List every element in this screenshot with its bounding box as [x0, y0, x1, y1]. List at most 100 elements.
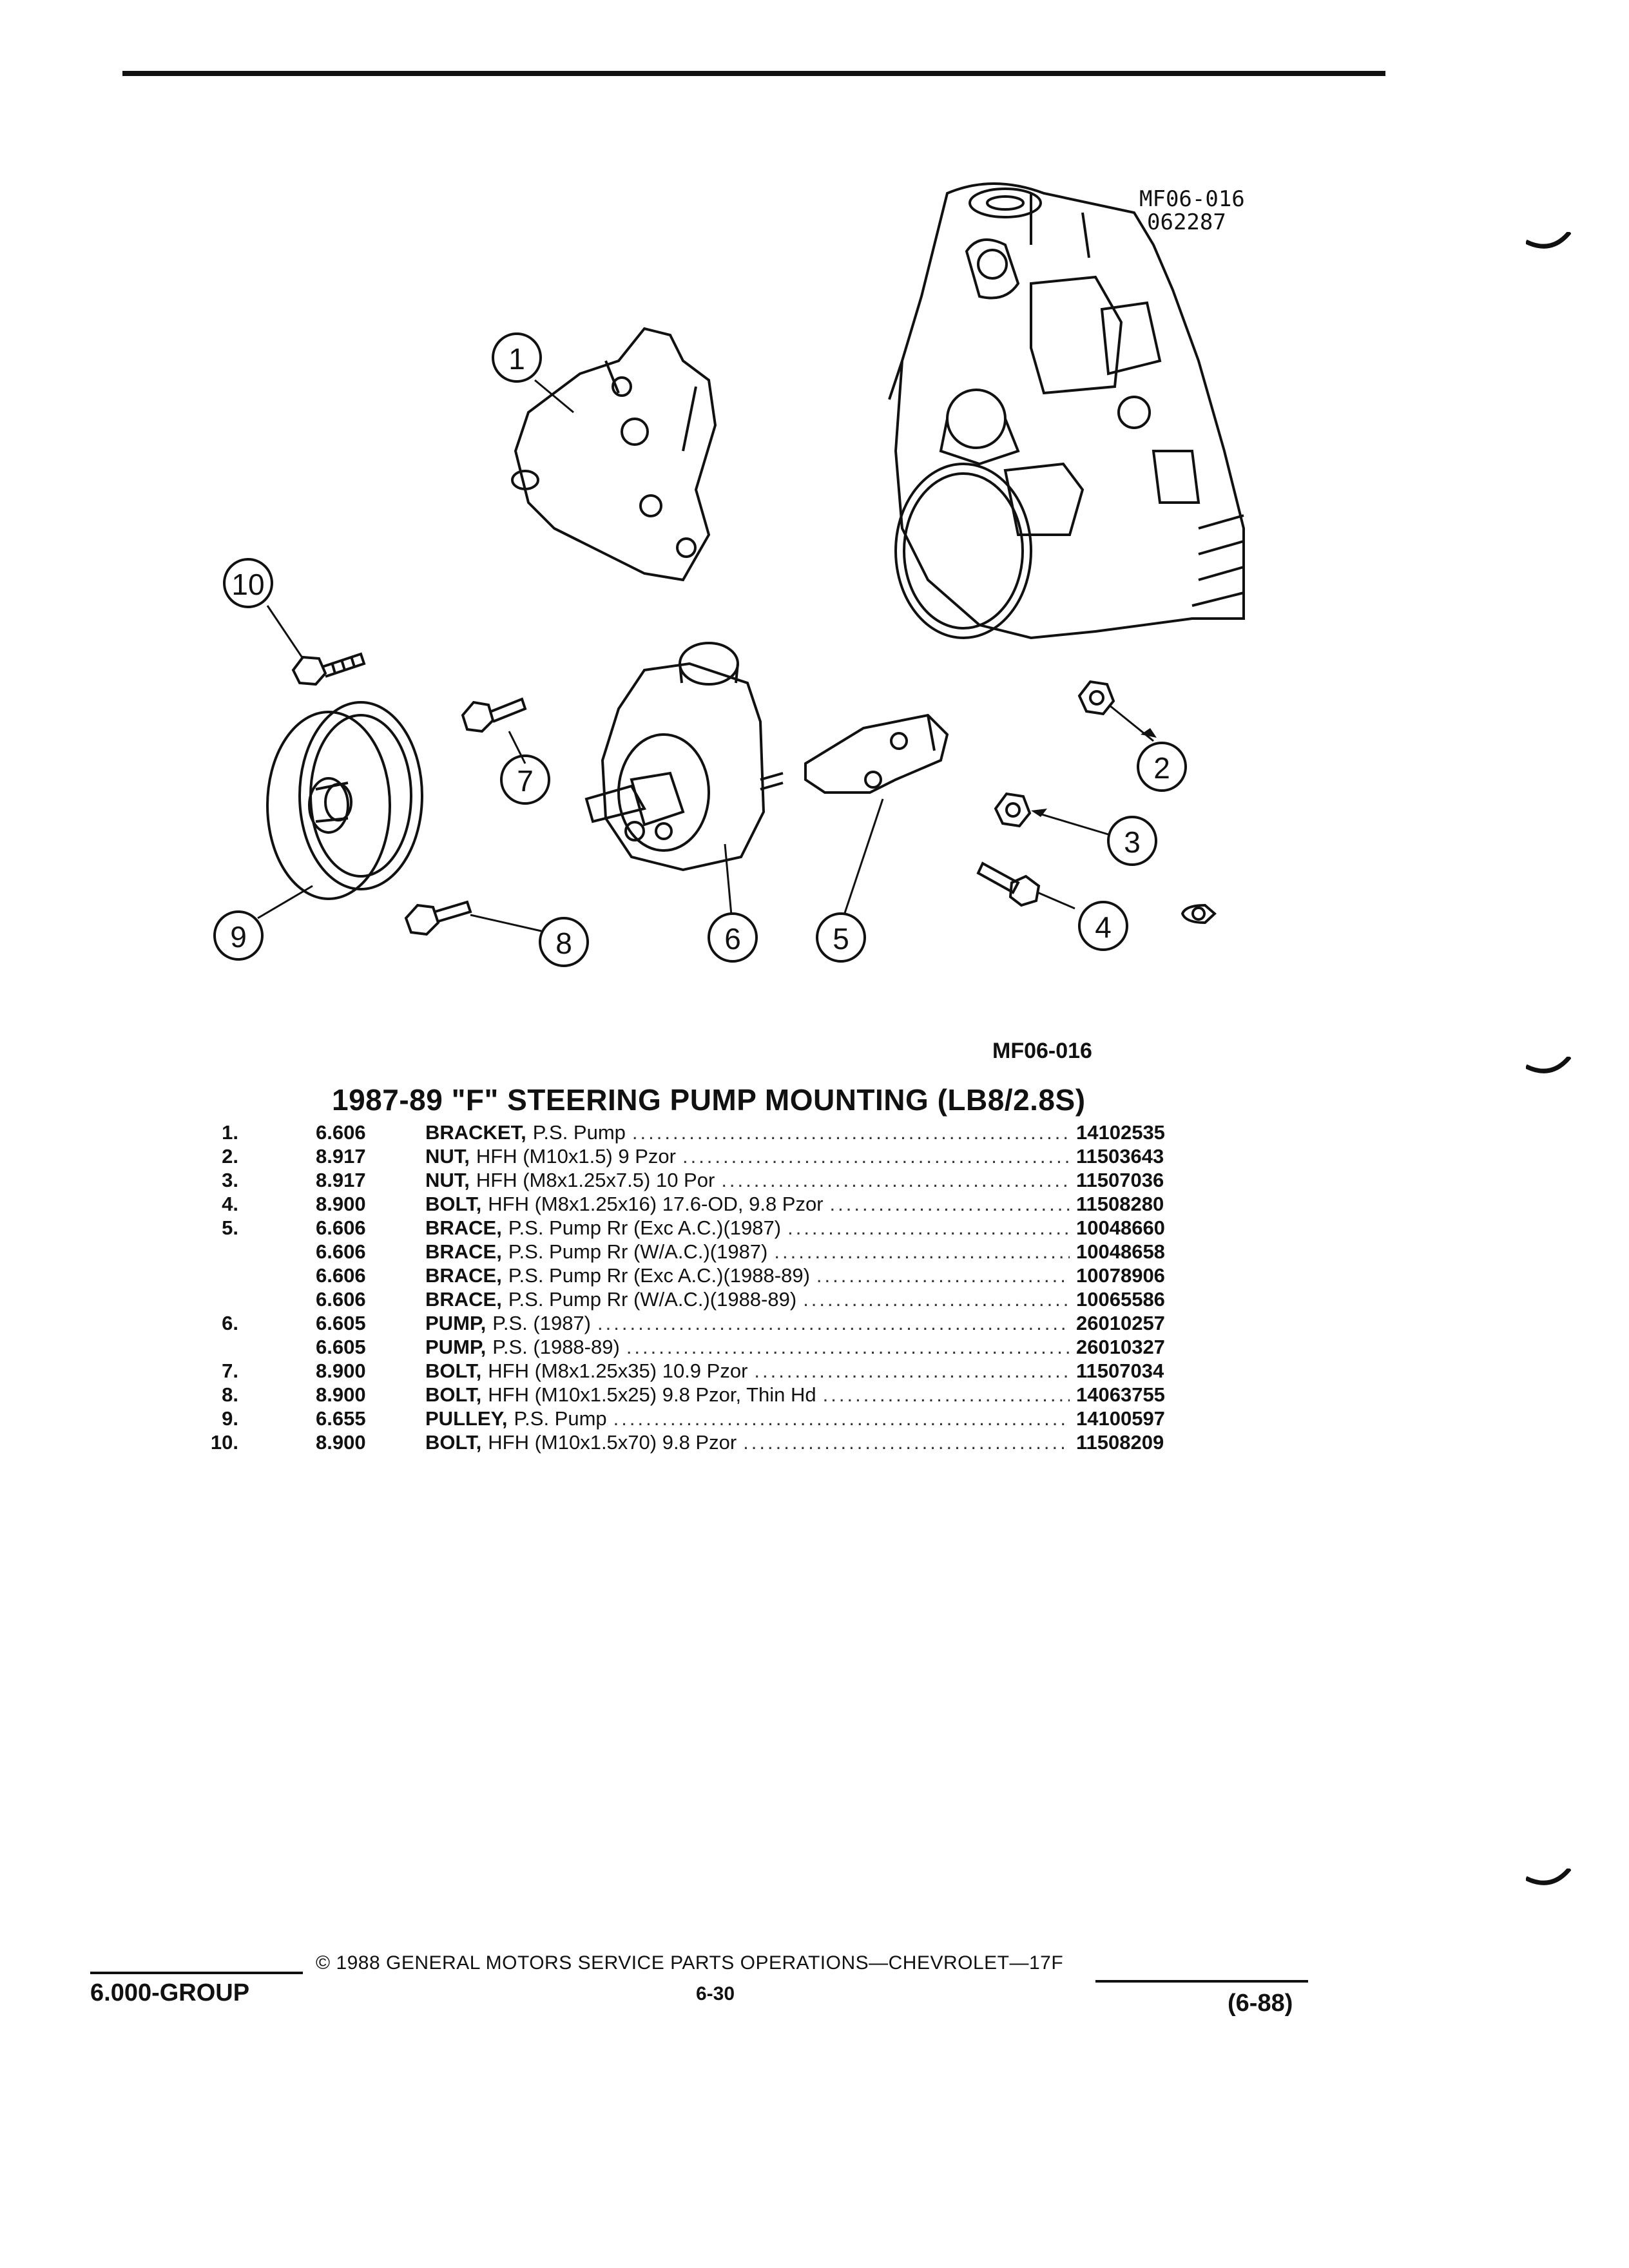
part-spec: P.S. Pump Rr (W/A.C.)(1988-89): [508, 1288, 797, 1311]
exploded-parts-diagram: MF06-016 062287: [0, 0, 1629, 1018]
page-number: 6-30: [696, 1983, 735, 2004]
part-spec: P.S. (1987): [492, 1312, 591, 1334]
part-name: BRACE,: [425, 1288, 502, 1311]
engine-block-drawing: [888, 182, 1245, 640]
group-number: 6.606: [316, 1216, 366, 1239]
part-spec: P.S. Pump: [514, 1407, 607, 1430]
nut-2-drawing: [1077, 680, 1115, 716]
parts-row: 7. 8.900 BOLT, HFH (M8x1.25x35) 10.9 Pzor..…: [193, 1360, 1224, 1383]
section-title: 1987-89 "F" STEERING PUMP MOUNTING (LB8/…: [332, 1083, 1086, 1117]
part-description: BRACE,P.S. Pump Rr (Exc A.C.)(1988-89)..…: [425, 1264, 1070, 1287]
part-spec: HFH (M8x1.25x35) 10.9 Pzor: [488, 1360, 748, 1382]
part-description: BOLT,HFH (M8x1.25x16) 17.6-OD, 9.8 Pzor.…: [425, 1193, 1070, 1216]
pump-brace-drawing: [804, 713, 949, 794]
part-description: NUT,HFH (M10x1.5) 9 Pzor................…: [425, 1145, 1070, 1168]
part-number: 11508280: [1076, 1193, 1164, 1215]
leader-dots: ........................................…: [774, 1240, 1070, 1263]
leader-dots: ........................................…: [754, 1360, 1070, 1382]
figure-code: MF06-016: [992, 1039, 1092, 1063]
callout-5: 5: [816, 912, 866, 963]
item-number: 7.: [222, 1360, 238, 1382]
footer-rule: [1095, 1980, 1308, 1983]
leader-dots: ........................................…: [743, 1431, 1070, 1454]
leader-dots: ........................................…: [626, 1336, 1070, 1358]
group-number: 8.900: [316, 1360, 366, 1382]
part-number: 14102535: [1076, 1121, 1165, 1144]
part-spec: HFH (M8x1.25x16) 17.6-OD, 9.8 Pzor: [488, 1193, 824, 1215]
svg-text:10: 10: [231, 568, 264, 601]
bolt-4-drawing: [976, 861, 1041, 907]
leader-dots: ........................................…: [597, 1312, 1070, 1334]
part-name: BOLT,: [425, 1193, 482, 1215]
part-description: BOLT, HFH (M8x1.25x35) 10.9 Pzor.........…: [425, 1360, 1070, 1383]
item-number: 8.: [222, 1383, 238, 1406]
leader-dots: ........................................…: [787, 1216, 1070, 1239]
parts-row: 5. 6.606 BRACE,P.S. Pump Rr (Exc A.C.)(198…: [193, 1216, 1224, 1240]
svg-text:8: 8: [555, 927, 572, 960]
callout-8: 8: [539, 917, 589, 967]
nut-3-drawing: [994, 792, 1032, 828]
callout-3: 3: [1107, 816, 1157, 866]
svg-text:4: 4: [1095, 910, 1112, 944]
callout-7: 7: [500, 754, 550, 805]
group-number: 6.606: [316, 1264, 366, 1287]
leader-dots: ........................................…: [803, 1288, 1070, 1311]
part-description: BRACE, P.S. Pump Rr (W/A.C.)(1988-89)....…: [425, 1288, 1070, 1311]
group-number: 8.900: [316, 1193, 366, 1215]
diagram-ref-code: MF06-016: [1139, 186, 1245, 212]
part-spec: P.S. (1988-89): [492, 1336, 620, 1358]
parts-row: 6.606 BRACE,P.S. Pump Rr (Exc A.C.)(1988-…: [193, 1264, 1224, 1288]
part-name: PULLEY,: [425, 1407, 508, 1430]
callout-6: 6: [708, 912, 758, 963]
item-number: 5.: [222, 1216, 238, 1239]
part-name: NUT,: [425, 1145, 470, 1168]
callout-4: 4: [1078, 901, 1128, 951]
part-name: BOLT,: [425, 1383, 482, 1406]
svg-text:2: 2: [1153, 751, 1170, 785]
part-spec: P.S. Pump: [532, 1121, 626, 1144]
part-description: BOLT, HFH (M10x1.5x70) 9.8 Pzor..........…: [425, 1431, 1070, 1454]
pulley-drawing: [266, 701, 423, 900]
top-rule: [122, 71, 1385, 76]
svg-text:5: 5: [833, 922, 849, 956]
bolt-10-drawing: [291, 652, 366, 686]
part-number: 10065586: [1076, 1288, 1165, 1311]
footer-rule: [90, 1972, 303, 1974]
item-number: 9.: [222, 1407, 238, 1430]
part-number: 11508209: [1076, 1431, 1164, 1454]
callout-2: 2: [1137, 742, 1187, 792]
callout-1: 1: [492, 332, 542, 383]
part-spec: HFH (M10x1.5x70) 9.8 Pzor: [488, 1431, 737, 1454]
svg-text:1: 1: [508, 342, 525, 376]
item-number: 6.: [222, 1312, 238, 1334]
part-spec: P.S. Pump Rr (Exc A.C.)(1987): [508, 1216, 782, 1239]
svg-text:9: 9: [230, 920, 247, 954]
part-description: PUMP,P.S. (1988-89).....................…: [425, 1336, 1070, 1359]
part-description: BRACE,P.S. Pump Rr (W/A.C.)(1987).......…: [425, 1240, 1070, 1264]
leader-dots: ........................................…: [822, 1383, 1070, 1406]
part-name: BRACE,: [425, 1240, 502, 1263]
part-name: BOLT,: [425, 1431, 482, 1454]
item-number: 10.: [210, 1431, 238, 1454]
item-number: 2.: [222, 1145, 238, 1168]
leader-dots: ........................................…: [613, 1407, 1070, 1430]
callout-9: 9: [213, 910, 264, 961]
part-description: BRACE,P.S. Pump Rr (Exc A.C.)(1987).....…: [425, 1216, 1070, 1240]
part-name: BOLT,: [425, 1360, 482, 1382]
steering-pump-drawing: [584, 642, 784, 872]
part-spec: HFH (M10x1.5x25) 9.8 Pzor, Thin Hd: [488, 1383, 816, 1406]
part-description: BOLT, HFH (M10x1.5x25) 9.8 Pzor, Thin Hd.…: [425, 1383, 1070, 1407]
part-name: NUT,: [425, 1169, 470, 1191]
group-number: 6.606: [316, 1121, 366, 1144]
scan-edge-mark: [1526, 1869, 1571, 1885]
